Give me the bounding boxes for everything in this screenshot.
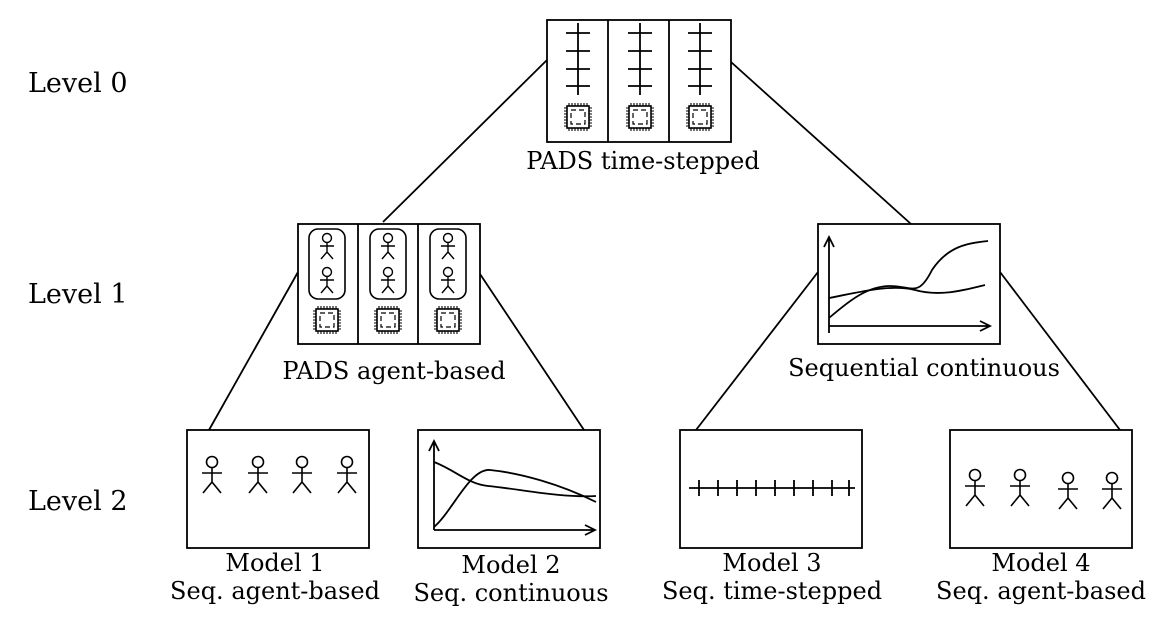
- edge-seq-continuous-model4: [999, 271, 1121, 431]
- edge-seq-continuous-model3: [695, 271, 819, 431]
- timeline-icon: [689, 480, 855, 496]
- node-caption: Seq. agent-based: [936, 577, 1146, 605]
- agent-group-icon: [308, 228, 467, 300]
- node-caption: Seq. agent-based: [170, 577, 380, 605]
- model-title: Model 3: [722, 549, 821, 577]
- edge-root-seq-continuous: [730, 61, 912, 225]
- node-box: [949, 429, 1133, 549]
- node-sequential-continuous: Sequential continuous: [788, 223, 1060, 382]
- model-title: Model 4: [991, 549, 1090, 577]
- level-2-label: Level 2: [28, 486, 128, 517]
- node-box: [297, 223, 481, 345]
- node-caption: Seq. continuous: [413, 579, 608, 607]
- edge-pads-agent-model1: [208, 271, 299, 431]
- node-model-3: Model 3 Seq. time-stepped: [662, 429, 882, 605]
- node-model-4: Model 4 Seq. agent-based: [936, 429, 1146, 605]
- edge-pads-agent-model2: [479, 273, 585, 431]
- node-model-1: Model 1 Seq. agent-based: [170, 429, 380, 605]
- continuous-curve-icon: [428, 438, 598, 536]
- node-model-2: Model 2 Seq. continuous: [413, 429, 609, 607]
- model-title: Model 2: [461, 551, 560, 579]
- level-1-label: Level 1: [28, 279, 128, 310]
- node-pads-time-stepped: PADS time-stepped: [526, 19, 760, 175]
- model-title: Model 1: [225, 549, 324, 577]
- node-caption: Seq. time-stepped: [662, 577, 882, 605]
- node-caption: PADS agent-based: [282, 357, 505, 385]
- continuous-curve-icon: [823, 234, 993, 333]
- timeline-icon: [566, 23, 712, 95]
- connector-lines: [208, 59, 1121, 431]
- node-caption: PADS time-stepped: [526, 147, 759, 175]
- edge-root-pads-agent: [382, 59, 548, 223]
- level-0-label: Level 0: [28, 68, 128, 99]
- node-box: [679, 429, 863, 549]
- node-caption: Sequential continuous: [788, 354, 1060, 382]
- node-pads-agent-based: PADS agent-based: [282, 223, 506, 385]
